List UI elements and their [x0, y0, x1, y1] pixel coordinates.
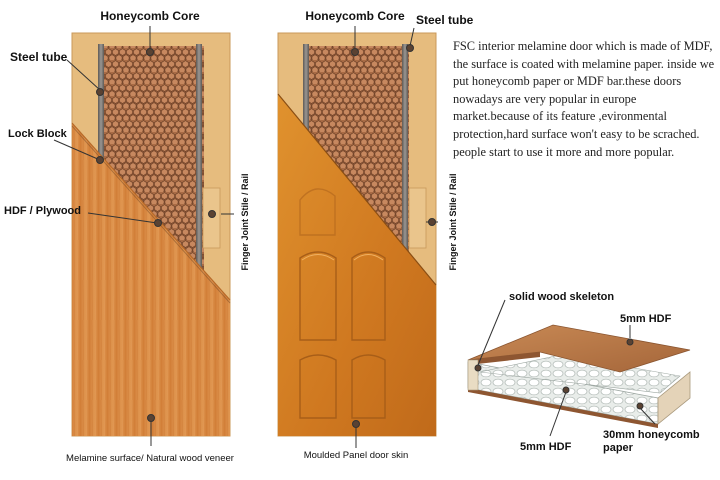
moulded-panels [299, 188, 386, 419]
label-melamine-surface: Melamine surface/ Natural wood veneer [66, 453, 234, 464]
label-hdf-plywood: HDF / Plywood [4, 205, 81, 217]
label-moulded-panel: Moulded Panel door skin [304, 450, 409, 461]
cross-section-hdf-top-edge [468, 352, 540, 365]
label-steel-tube-left: Steel tube [10, 50, 68, 64]
cross-section-wood-skeleton [467, 359, 479, 391]
label-honeycomb-paper-line1: 30mm honeycomb [603, 429, 700, 441]
left-door [71, 32, 231, 437]
label-hdf-bottom: 5mm HDF [520, 441, 572, 453]
label-lock-block: Lock Block [8, 128, 68, 140]
label-honeycomb-core-left: Honeycomb Core [100, 9, 200, 23]
label-finger-joint-right: Finger Joint Stile / Rail [448, 173, 458, 270]
cross-section-end-frame [657, 371, 691, 425]
left-door-steel-tube-2 [196, 44, 202, 302]
label-steel-tube-right: Steel tube [416, 13, 474, 27]
right-door-lock-block [408, 187, 427, 249]
label-finger-joint-left: Finger Joint Stile / Rail [240, 173, 250, 270]
leaders [53, 26, 656, 448]
cross-section-hdf-bottom [468, 388, 658, 428]
label-honeycomb-core-right: Honeycomb Core [305, 9, 405, 23]
cross-section-illustration [467, 324, 691, 428]
left-door-lock-block [202, 187, 221, 249]
right-door-steel-tube-2 [402, 44, 408, 302]
right-door-moulded-skin [278, 94, 436, 436]
label-hdf-top: 5mm HDF [620, 313, 672, 325]
label-honeycomb-paper-line2: paper [603, 442, 634, 454]
right-door [277, 32, 437, 437]
left-door-veneer-skin [72, 123, 230, 436]
label-solid-wood-skeleton: solid wood skeleton [509, 291, 614, 303]
description-text: FSC interior melamine door which is made… [453, 39, 715, 159]
cross-section-honeycomb-top [479, 354, 681, 394]
